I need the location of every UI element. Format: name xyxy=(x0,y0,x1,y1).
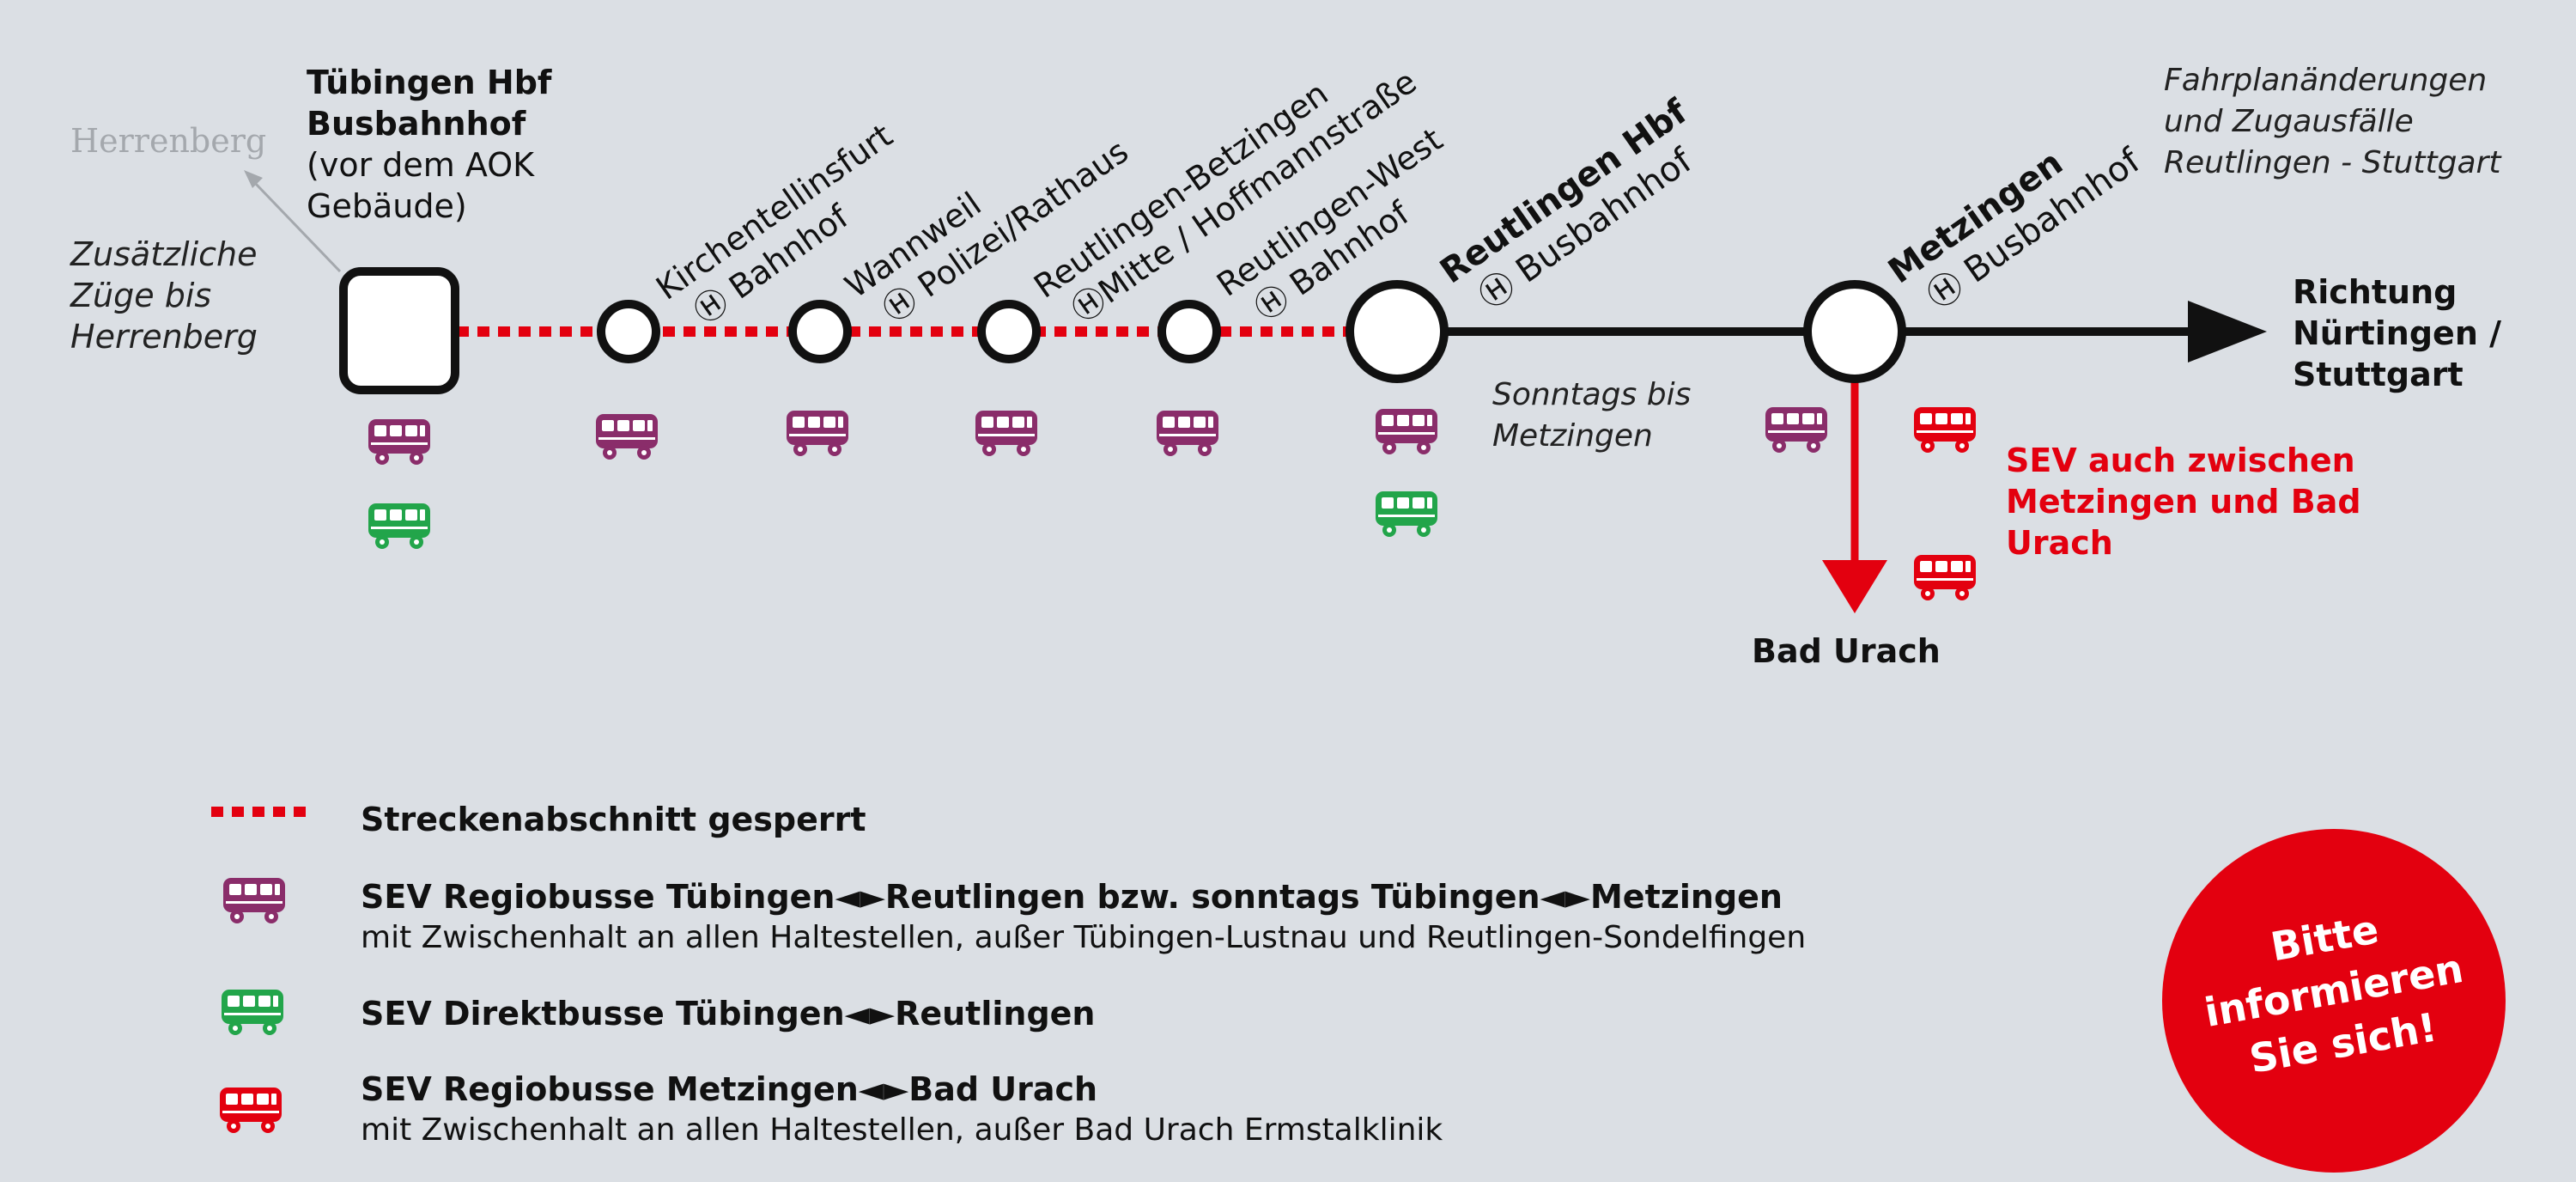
bad-urach-label: Bad Urach xyxy=(1752,632,1941,670)
tuebingen-label: Tübingen Hbf Busbahnhof (vor dem AOK Geb… xyxy=(307,62,551,227)
note-line: SEV auch zwischen xyxy=(2006,442,2355,479)
station-betzingen-marker xyxy=(977,300,1041,363)
urach-bus-icon xyxy=(1914,555,1976,600)
sev-bad-urach-note: SEV auch zwischen Metzingen und Bad Urac… xyxy=(2006,440,2361,564)
station-kirchentellinsfurt-marker xyxy=(597,300,660,363)
regio-bus-icon xyxy=(368,419,430,465)
regio-bus-icon xyxy=(787,411,848,456)
legend-regio-title: SEV Regiobusse Tübingen◄►Reutlingen bzw.… xyxy=(361,878,1783,916)
info-badge xyxy=(2162,829,2506,1173)
station-note: (vor dem AOK xyxy=(307,146,535,184)
station-name: Tübingen Hbf xyxy=(307,64,552,101)
station-reutlingen-hbf-marker xyxy=(1346,280,1449,383)
note-line: Urach xyxy=(2006,524,2113,562)
regio-bus-icon xyxy=(1765,407,1827,453)
regio-bus-icon xyxy=(596,414,658,460)
urach-bus-icon xyxy=(1914,407,1976,453)
direction-line: Stuttgart xyxy=(2293,356,2464,393)
direction-label: Richtung Nürtingen / Stuttgart xyxy=(2293,271,2501,395)
direction-line: Nürtingen / xyxy=(2293,314,2501,352)
note-line: Sonntags bis xyxy=(1492,377,1692,412)
note-line: Zusätzliche xyxy=(70,235,258,273)
herrenberg-arrow-icon xyxy=(244,170,263,188)
station-metzingen-marker xyxy=(1803,280,1906,383)
direction-line: Richtung xyxy=(2293,273,2458,311)
note-line: Züge bis xyxy=(70,277,212,314)
legend-direct-bus-icon xyxy=(222,990,283,1035)
note-line: Herrenberg xyxy=(70,318,258,356)
herrenberg-note: Zusätzliche Züge bis Herrenberg xyxy=(70,234,258,357)
herrenberg-branch-line xyxy=(252,180,342,273)
legend-regio-bus-icon xyxy=(223,878,285,923)
direct-bus-icon xyxy=(368,503,430,549)
schedule-note: Fahrplanänderungen und Zugausfälle Reutl… xyxy=(2164,60,2500,184)
herrenberg-label: Herrenberg xyxy=(70,122,267,160)
station-tuebingen-marker xyxy=(339,267,459,394)
legend-closed-title: Streckenabschnitt gesperrt xyxy=(361,801,866,838)
note-line: Fahrplanänderungen xyxy=(2164,63,2488,98)
note-line: und Zugausfälle xyxy=(2164,104,2414,139)
note-line: Metzingen und Bad xyxy=(2006,483,2361,521)
station-subtitle: Busbahnhof xyxy=(307,105,526,143)
legend-direct-title: SEV Direktbusse Tübingen◄►Reutlingen xyxy=(361,995,1096,1033)
bad-urach-arrow-icon xyxy=(1822,560,1887,613)
regio-bus-icon xyxy=(975,411,1037,456)
sunday-note: Sonntags bis Metzingen xyxy=(1492,375,1691,457)
station-reutlingen-west-marker xyxy=(1157,300,1221,363)
legend-urach-sub: mit Zwischenhalt an allen Haltestellen, … xyxy=(361,1112,1443,1148)
regio-bus-icon xyxy=(1157,411,1218,456)
legend-urach-title: SEV Regiobusse Metzingen◄►Bad Urach xyxy=(361,1070,1098,1108)
note-line: Metzingen xyxy=(1492,418,1653,454)
station-wannweil-marker xyxy=(788,300,852,363)
station-note: Gebäude) xyxy=(307,187,467,225)
legend-regio-sub: mit Zwischenhalt an allen Haltestellen, … xyxy=(361,920,1807,955)
direction-arrow-icon xyxy=(2188,301,2267,363)
direct-bus-icon xyxy=(1376,491,1437,537)
regio-bus-icon xyxy=(1376,409,1437,454)
note-line: Reutlingen - Stuttgart xyxy=(2164,145,2501,180)
legend-urach-bus-icon xyxy=(220,1088,282,1133)
